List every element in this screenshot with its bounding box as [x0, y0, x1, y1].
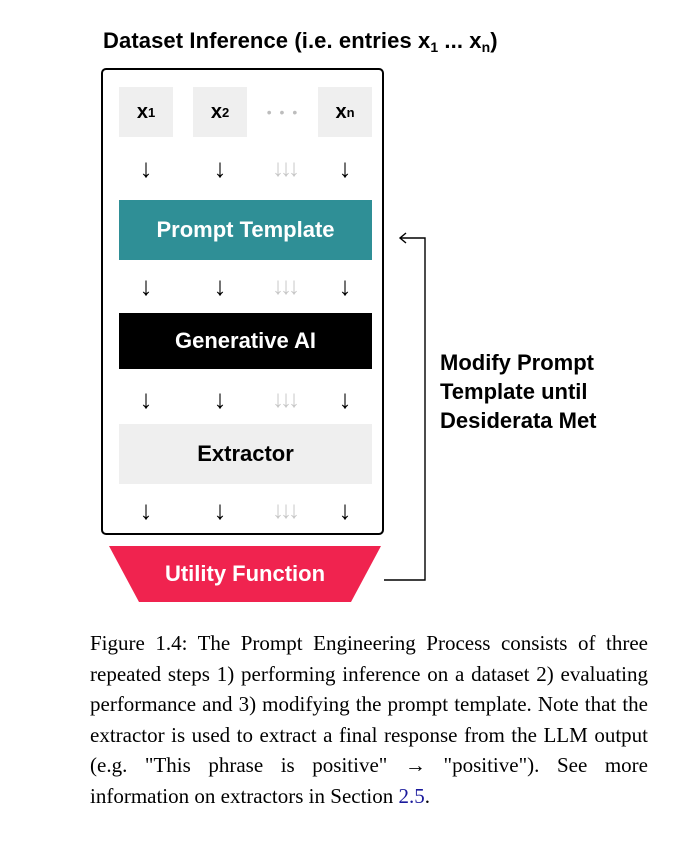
- down-arrow-icon: ↓: [139, 384, 153, 414]
- prompt-template-box: Prompt Template: [119, 200, 372, 260]
- down-arrow-icon: ↓: [213, 495, 227, 525]
- generative-ai-box: Generative AI: [119, 313, 372, 369]
- down-arrow-icon: ↓: [213, 153, 227, 183]
- utility-function-label: Utility Function: [165, 561, 325, 586]
- down-arrow-icon: ↓: [338, 271, 352, 301]
- faint-arrows-icon: ↓↓↓: [272, 497, 300, 524]
- diagram-title: Dataset Inference (i.e. entries x1 ... x…: [103, 28, 498, 55]
- down-arrow-icon: ↓: [338, 495, 352, 525]
- down-arrow-icon: ↓: [338, 153, 352, 183]
- utility-function-shape: [109, 546, 381, 602]
- down-arrow-icon: ↓: [213, 271, 227, 301]
- faint-arrows-icon: ↓↓↓: [272, 386, 300, 413]
- loop-label-line: Template until: [440, 379, 588, 404]
- feedback-loop-arrow: [384, 232, 426, 581]
- down-arrow-icon: ↓: [338, 384, 352, 414]
- down-arrow-icon: ↓: [213, 384, 227, 414]
- down-arrow-icon: ↓: [139, 153, 153, 183]
- loop-label: Modify Prompt Template until Desiderata …: [440, 348, 597, 435]
- figure-caption: Figure 1.4: The Prompt Engineering Proce…: [90, 631, 648, 808]
- section-reference-link[interactable]: 2.5: [398, 783, 425, 808]
- loop-label-line: Desiderata Met: [440, 408, 597, 433]
- ellipsis-dots: • • •: [266, 104, 300, 120]
- down-arrow-icon: ↓: [139, 271, 153, 301]
- faint-arrows-icon: ↓↓↓: [272, 273, 300, 300]
- down-arrow-icon: ↓: [139, 495, 153, 525]
- faint-arrows-icon: ↓↓↓: [272, 155, 300, 182]
- utility-function-box: Utility Function: [109, 546, 381, 602]
- loop-label-line: Modify Prompt: [440, 350, 594, 375]
- extractor-box: Extractor: [119, 424, 372, 484]
- dataset-inference-frame: [101, 68, 384, 535]
